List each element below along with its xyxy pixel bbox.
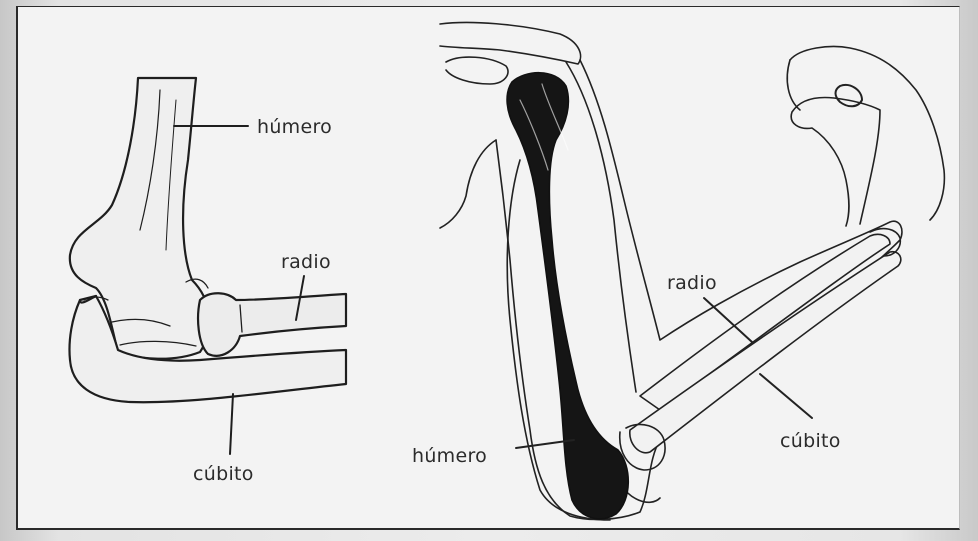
label-left-humerus: húmero [257, 116, 332, 138]
left-radius-bone [198, 293, 346, 356]
label-right-humerus: húmero [412, 445, 487, 467]
right-humerus-bone [507, 73, 628, 519]
label-left-radius: radio [281, 251, 331, 273]
right-radius-bone [640, 234, 890, 410]
hand-outline [791, 98, 880, 226]
label-right-ulna: cúbito [780, 430, 841, 452]
label-left-ulna: cúbito [193, 463, 254, 485]
left-ulna-leader [230, 394, 233, 454]
label-right-radius: radio [667, 272, 717, 294]
right-ulna-leader [760, 374, 812, 418]
